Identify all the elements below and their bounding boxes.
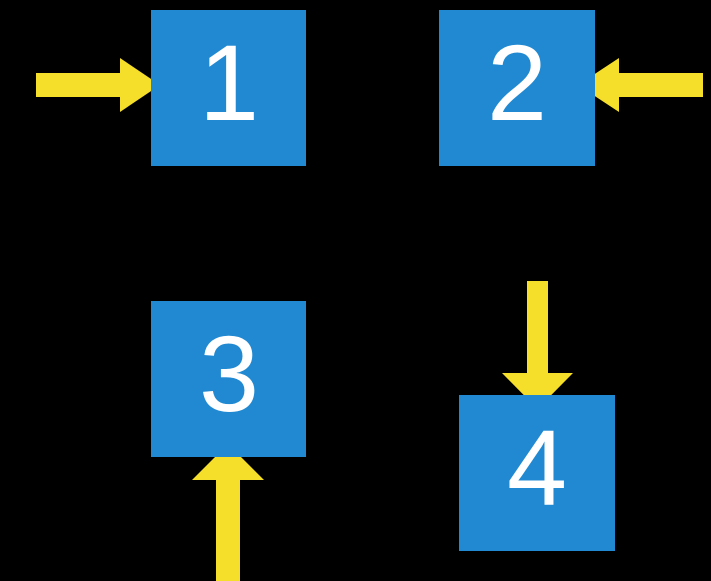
arrow-right-into-box-1 — [36, 58, 160, 112]
arrow-down-into-box-4 — [502, 281, 573, 409]
arrow-right-icon — [36, 58, 160, 112]
arrow-up-icon — [192, 444, 264, 581]
box-4[interactable] — [459, 395, 615, 551]
box-3-label: 3 — [199, 313, 260, 434]
box-2-label: 2 — [487, 22, 548, 143]
box-3[interactable] — [151, 301, 306, 457]
box-2[interactable] — [439, 10, 595, 166]
arrow-up-into-box-3 — [192, 444, 264, 581]
box-4-label: 4 — [507, 407, 568, 528]
arrow-left-icon — [578, 58, 703, 112]
arrow-down-icon — [502, 281, 573, 409]
arrow-left-into-box-2 — [578, 58, 703, 112]
box-1[interactable] — [151, 10, 306, 166]
box-1-label: 1 — [199, 22, 260, 143]
